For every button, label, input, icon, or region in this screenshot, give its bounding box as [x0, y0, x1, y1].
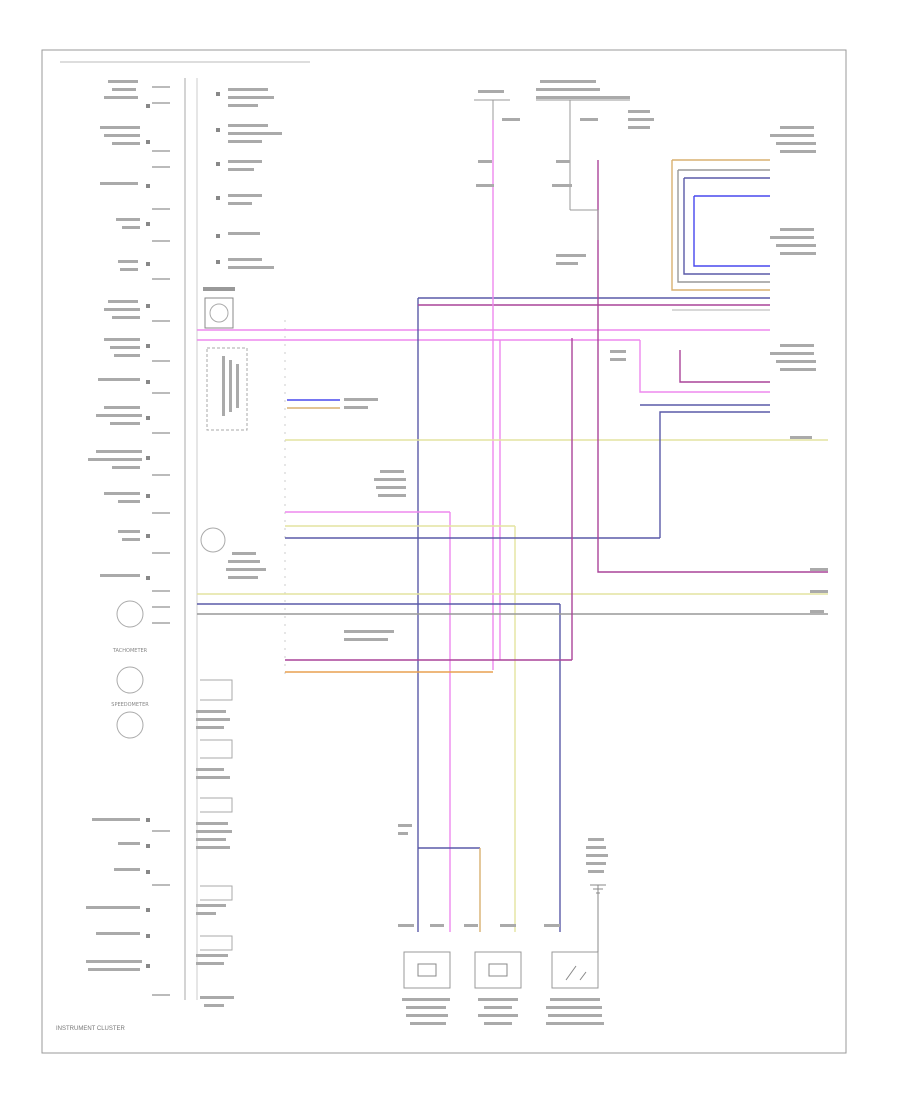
- cluster-secondary-pins: [216, 92, 220, 264]
- upper-right-harness: [671, 159, 770, 311]
- diagram-frame: [41, 49, 847, 1054]
- ground-symbol: [590, 884, 606, 952]
- cluster-indicator-list: [86, 80, 142, 971]
- cluster-pin-markers: [152, 86, 170, 996]
- control-module-box: [206, 347, 248, 431]
- power-labels: [476, 80, 654, 265]
- fuel-gauge-icon: [116, 600, 144, 628]
- bottom-component-symbols: [417, 963, 587, 981]
- rear-sensor-caption-bar: [203, 287, 235, 291]
- speed-sensor-label: [226, 552, 266, 579]
- brake-fluid-switch-box: [551, 951, 599, 989]
- frame-bottom-label: INSTRUMENT CLUSTER: [56, 1026, 126, 1032]
- vehicle-speed-sensor-box: [403, 951, 451, 989]
- cluster-switch-labels: [196, 710, 234, 1007]
- wire-bundle: [197, 120, 828, 932]
- speedometer-icon: [116, 711, 144, 739]
- bottom-component-labels: [398, 824, 604, 1025]
- tachometer-icon: [116, 666, 144, 694]
- tachometer-label: TACHOMETER: [112, 648, 148, 654]
- speedometer-label: SPEEDOMETER: [111, 702, 149, 708]
- indicator-lamp-symbols: [146, 104, 150, 968]
- middle-labels: [344, 350, 626, 641]
- power-supply: [474, 99, 630, 240]
- speed-sensor-symbol: [200, 527, 226, 553]
- rear-sensor-box: [204, 297, 234, 329]
- transmission-sensor-box: [474, 951, 522, 989]
- right-component-labels: [770, 126, 828, 613]
- ground-label: [586, 838, 608, 873]
- cluster-switches: [200, 679, 233, 951]
- rear-sensor-symbol: [209, 303, 229, 323]
- control-module-text: [222, 356, 239, 416]
- cluster-secondary-labels: [228, 88, 282, 269]
